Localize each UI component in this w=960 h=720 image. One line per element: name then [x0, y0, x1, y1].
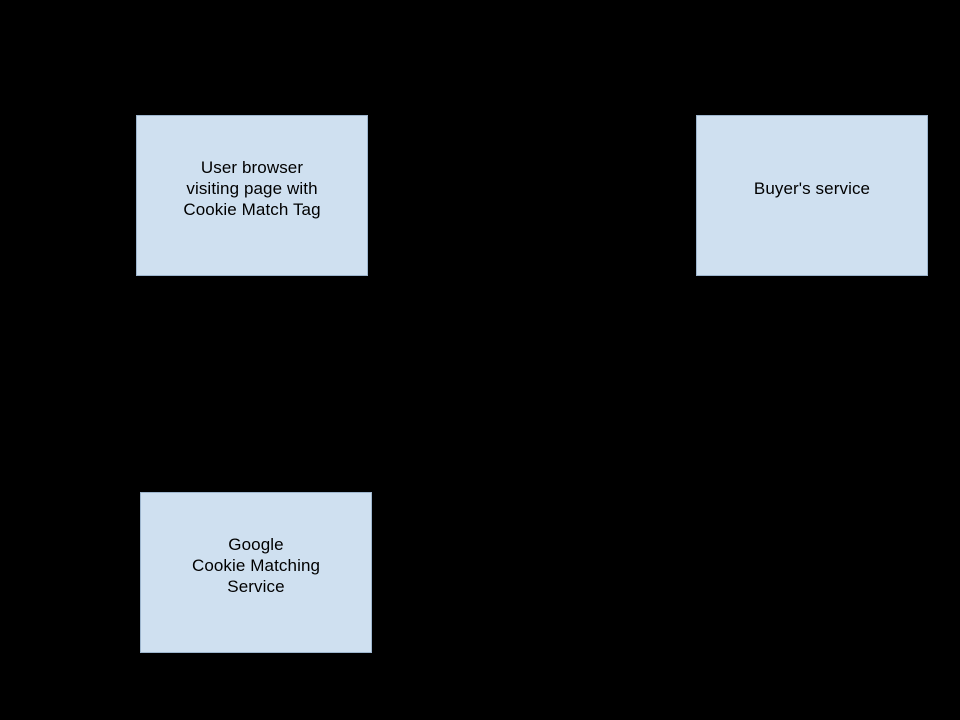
edge-google-to-buyer-line-vertical: [811, 286, 812, 573]
edge-browser-to-google-line: [252, 276, 253, 482]
edge-google-to-buyer-line-horizontal: [372, 572, 812, 573]
node-google-cookie-matching-service-label: Google Cookie Matching Service: [191, 535, 321, 596]
edge-google-to-buyer-arrowhead: [806, 276, 818, 286]
edge-browser-to-buyer-line: [368, 195, 696, 196]
edge-browser-to-google-arrowhead: [246, 482, 258, 492]
node-user-browser-label: User browser visiting page with Cookie M…: [183, 158, 321, 219]
node-user-browser[interactable]: User browser visiting page with Cookie M…: [136, 115, 368, 276]
node-buyers-service-label: Buyer's service: [753, 179, 871, 198]
edge-browser-to-buyer-arrowhead: [686, 189, 696, 201]
node-buyers-service[interactable]: Buyer's service: [696, 115, 928, 276]
node-google-cookie-matching-service[interactable]: Google Cookie Matching Service: [140, 492, 372, 653]
